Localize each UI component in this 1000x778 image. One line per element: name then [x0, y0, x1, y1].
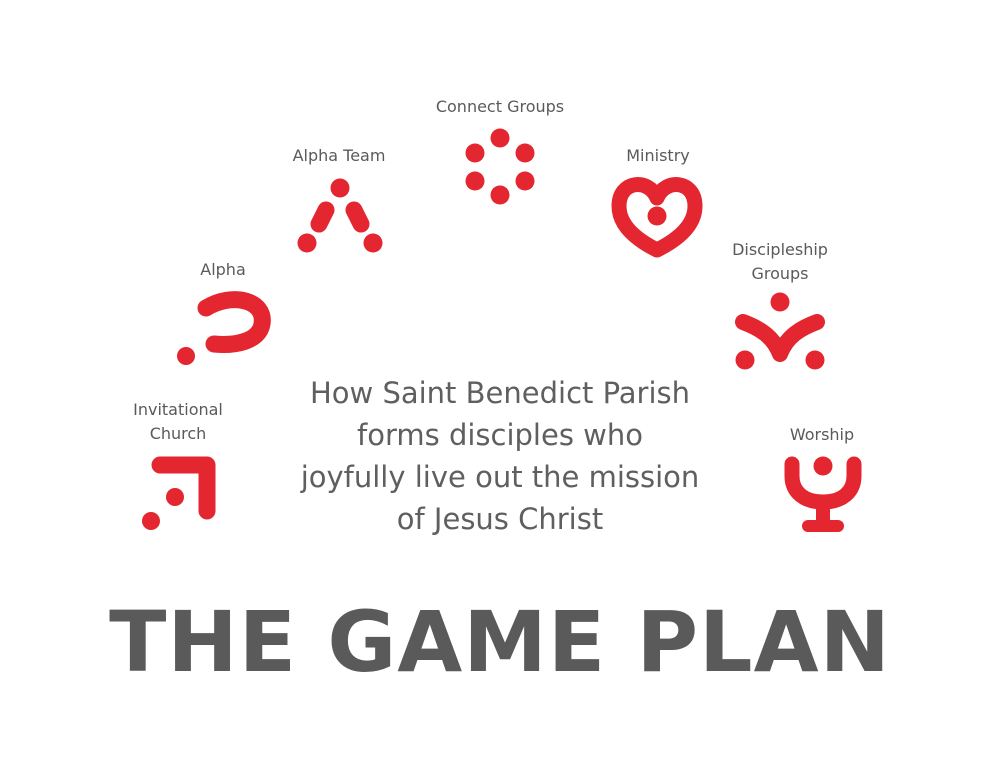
- heart-icon: [611, 177, 703, 258]
- step-label-alpha: Alpha: [200, 260, 246, 279]
- tagline-line: forms disciples who: [357, 418, 643, 452]
- question-mark-icon: [177, 291, 271, 365]
- tagline: How Saint Benedict Parish forms disciple…: [250, 372, 750, 540]
- headline: THE GAME PLAN: [109, 593, 891, 691]
- step-label-discipleship-groups: Discipleship Groups: [732, 240, 828, 283]
- worship-chalice-icon: [784, 456, 862, 532]
- alpha-team-icon: [297, 178, 383, 253]
- invitational-church-icon: [142, 456, 216, 530]
- tagline-line: of Jesus Christ: [396, 502, 604, 536]
- tagline-line: How Saint Benedict Parish: [309, 376, 691, 410]
- step-label-worship: Worship: [789, 425, 855, 444]
- step-label-ministry: Ministry: [626, 146, 690, 165]
- discipleship-groups-icon: [735, 292, 825, 370]
- step-label-alpha-team: Alpha Team: [292, 146, 386, 165]
- step-label-invitational-church: Invitational Church: [133, 400, 223, 443]
- dot-circle-icon: [465, 128, 535, 205]
- tagline-line: joyfully live out the mission: [300, 460, 700, 494]
- step-label-connect-groups: Connect Groups: [435, 97, 565, 116]
